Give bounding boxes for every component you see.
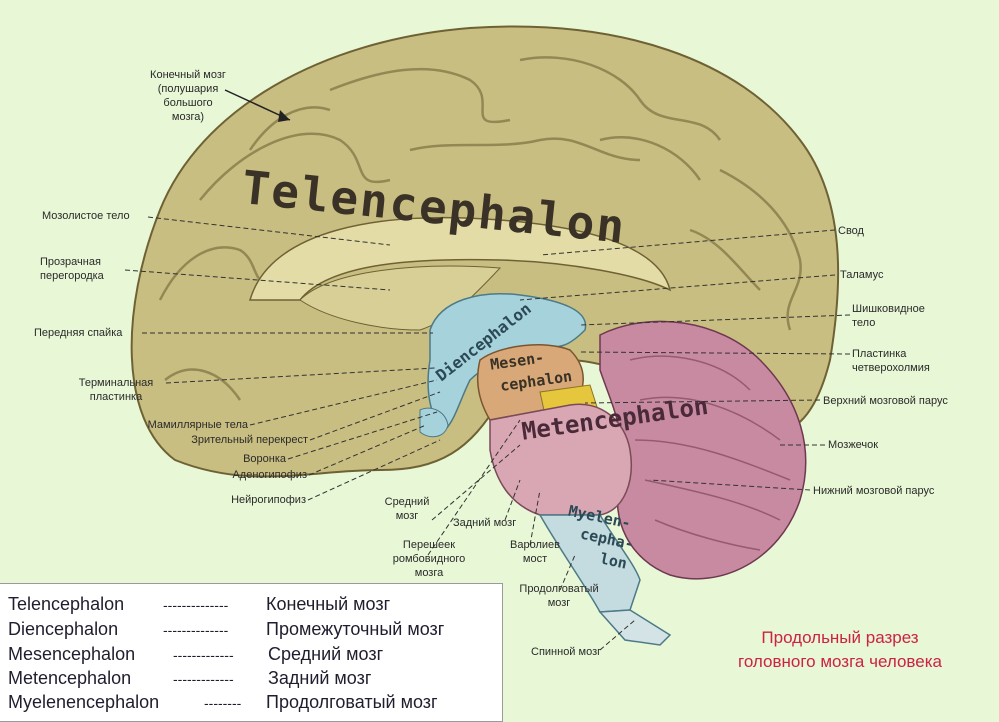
label-sredny: Средний мозг — [372, 495, 442, 523]
legend-latin: Telencephalon — [8, 594, 125, 614]
label-sredny-l1: Средний — [384, 496, 430, 508]
label-adenogipofiz: Аденогипофиз — [232, 469, 307, 481]
label-plastinka-l2: четверохолмия — [852, 362, 930, 374]
label-spinnoy: Спинной мозг — [531, 646, 602, 658]
label-peresheek-l3: мозга — [414, 567, 444, 579]
legend-russian: Задний мозг — [268, 668, 372, 688]
label-voronka: Воронка — [243, 453, 286, 465]
arrow-konechny-head — [278, 110, 290, 122]
label-konechny-l4: мозга) — [171, 111, 205, 123]
label-mozzhechok: Мозжечок — [828, 439, 879, 451]
label-prozrachnaya-l2: перегородка — [40, 270, 104, 282]
label-terminalnaya-l1: Терминальная — [78, 377, 154, 389]
label-konechny-l2: (полушария — [157, 83, 219, 95]
legend-dashes: -------- — [204, 695, 242, 711]
label-plastinka-l1: Пластинка — [852, 348, 907, 360]
label-plastinka: Пластинка четверохолмия — [852, 347, 930, 375]
label-zritelny: Зрительный перекрест — [191, 434, 308, 446]
label-talamus: Таламус — [840, 269, 884, 281]
label-verkhny-parus: Верхний мозговой парус — [823, 395, 948, 407]
label-peresheek-l2: ромбовидного — [392, 553, 466, 565]
label-sredny-l2: мозг — [395, 510, 419, 522]
label-prodolgovaty-l1: Продолговатый — [519, 583, 599, 595]
label-nizhny-parus: Нижний мозговой парус — [813, 485, 935, 497]
gyri-lines — [158, 56, 802, 401]
label-terminalnaya-l2: пластинка — [89, 391, 143, 403]
label-terminalnaya: Терминальная пластинка — [66, 376, 166, 404]
label-mamillyarnye: Мамиллярные тела — [147, 419, 248, 431]
label-neirogipofiz: Нейрогипофиз — [231, 494, 306, 506]
legend-latin: Myelenencephalon — [8, 692, 160, 712]
label-varoliev-l1: Варолиев — [510, 539, 560, 551]
label-svod: Свод — [838, 225, 864, 237]
label-mozolistoe: Мозолистое тело — [42, 210, 130, 222]
legend-dashes: ------------- — [173, 671, 234, 687]
label-prozrachnaya-l1: Прозрачная — [40, 256, 101, 268]
legend-dashes: -------------- — [163, 622, 229, 638]
label-shishkovidnoe-l1: Шишковидное — [852, 303, 925, 315]
legend-russian: Продолговатый мозг — [266, 692, 438, 712]
leader-lines — [124, 216, 851, 651]
legend-russian: Промежуточный мозг — [266, 619, 445, 639]
label-perednyaya-spaika: Передняя спайка — [34, 327, 123, 339]
corpus-callosum-shape — [249, 216, 672, 301]
legend-russian: Средний мозг — [268, 644, 384, 664]
arrow-konechny — [224, 89, 291, 121]
label-varoliev-l2: мост — [522, 553, 548, 565]
label-peresheek: Перешеек ромбовидного мозга — [384, 538, 474, 580]
diagram-caption: Продольный разрез головного мозга челове… — [690, 626, 990, 674]
spinal-cord-shape — [598, 609, 672, 646]
legend-dashes: ------------- — [173, 647, 234, 663]
label-prodolgovaty: Продолговатый мозг — [504, 582, 614, 610]
legend-latin: Diencephalon — [8, 619, 119, 639]
caption-line-2: головного мозга человека — [738, 652, 942, 671]
legend-latin: Mesencephalon — [8, 644, 136, 664]
legend-russian: Конечный мозг — [266, 594, 391, 614]
legend-latin: Metencephalon — [8, 668, 132, 688]
label-konechny: Конечный мозг (полушария большого мозга) — [138, 68, 238, 124]
metencephalon-shape — [489, 403, 632, 516]
label-prozrachnaya: Прозрачная перегородка — [40, 255, 104, 283]
label-zadny: Задний мозг — [453, 517, 517, 529]
label-konechny-l1: Конечный мозг — [150, 69, 226, 81]
legend-box: Telencephalon -------------- Конечный мо… — [0, 583, 503, 722]
label-varoliev: Варолиев мост — [500, 538, 570, 566]
cerebellum-folia — [629, 355, 791, 551]
caption-line-1: Продольный разрез — [761, 628, 919, 647]
label-prodolgovaty-l2: мозг — [547, 597, 571, 609]
label-peresheek-l1: Перешеек — [402, 539, 456, 551]
label-shishkovidnoe: Шишковидное тело — [852, 302, 925, 330]
label-konechny-l3: большого — [163, 97, 213, 109]
label-shishkovidnoe-l2: тело — [852, 317, 876, 329]
legend-dashes: -------------- — [163, 597, 229, 613]
